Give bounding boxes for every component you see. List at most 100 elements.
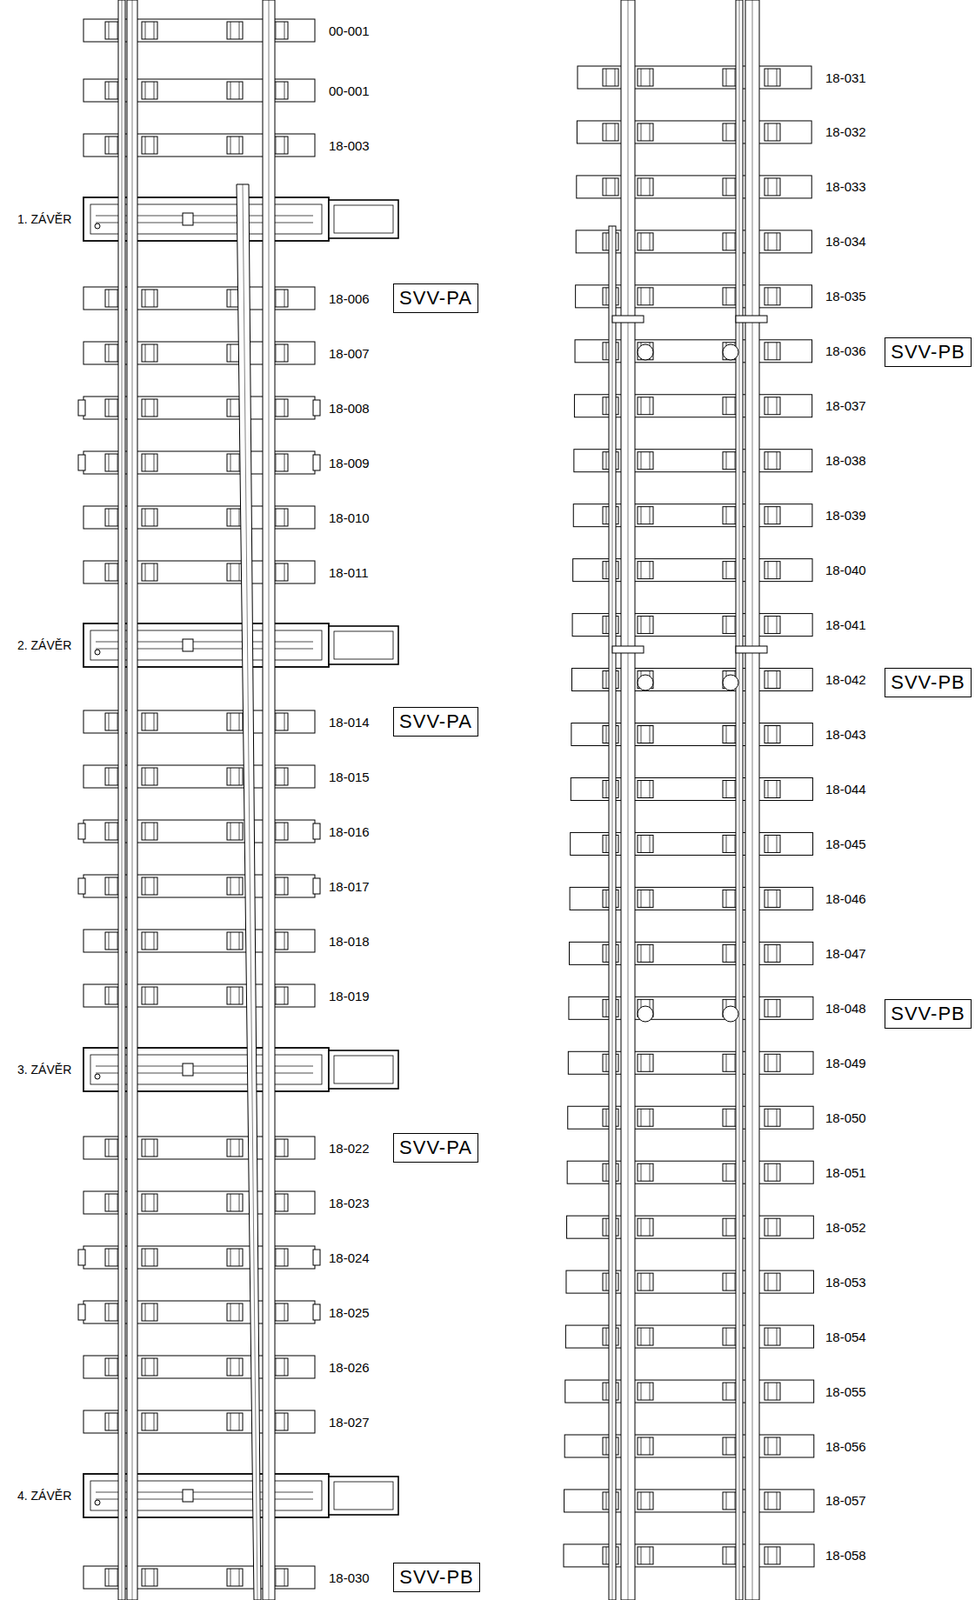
baseplate-line — [284, 563, 286, 581]
baseplate-line — [734, 452, 736, 470]
baseplate-line — [145, 344, 147, 362]
baseplate-line — [284, 1303, 286, 1322]
baseplate — [764, 68, 781, 87]
baseplate-line — [726, 233, 728, 251]
rail — [608, 226, 616, 1600]
baseplate-line — [726, 1547, 728, 1565]
baseplate-line — [606, 342, 608, 361]
baseplate-line — [606, 726, 608, 744]
sleeper-number: 18-043 — [825, 727, 867, 742]
point-machine — [328, 200, 399, 239]
baseplate-line — [776, 68, 778, 87]
baseplate-line — [275, 81, 277, 100]
baseplate-line — [284, 987, 286, 1005]
baseplate-line — [649, 616, 651, 635]
baseplate-line — [776, 616, 778, 635]
baseplate-line — [641, 944, 642, 962]
sleeper — [568, 996, 814, 1020]
baseplate-line — [275, 1194, 277, 1212]
baseplate-line — [230, 344, 232, 362]
baseplate-line — [606, 780, 608, 798]
baseplate — [764, 1273, 781, 1291]
baseplate-line — [767, 68, 769, 87]
baseplate-line — [726, 1054, 728, 1072]
baseplate-line — [776, 287, 778, 306]
baseplate-line — [145, 508, 147, 527]
baseplate — [764, 507, 781, 525]
baseplate-line — [726, 1328, 728, 1346]
baseplate — [141, 1248, 158, 1267]
bolt — [94, 223, 101, 229]
lock-clamp — [182, 1489, 194, 1503]
baseplate-line — [239, 1194, 241, 1212]
baseplate-line — [117, 1303, 119, 1322]
baseplate — [227, 1194, 243, 1212]
baseplate — [764, 1108, 781, 1127]
baseplate-line — [767, 1054, 769, 1072]
baseplate-line — [726, 726, 728, 744]
baseplate-line — [239, 987, 241, 1005]
baseplate — [637, 1273, 654, 1291]
sleeper-number: 18-010 — [328, 511, 370, 525]
baseplate — [637, 287, 654, 306]
baseplate-line — [641, 397, 642, 415]
heel-block — [612, 646, 644, 654]
sleeper-number: 18-049 — [825, 1056, 867, 1070]
rail — [745, 0, 760, 1600]
baseplate-line — [726, 452, 728, 470]
baseplate-line — [726, 889, 728, 908]
baseplate — [602, 123, 619, 141]
baseplate-line — [239, 1569, 241, 1587]
baseplate-line — [734, 1382, 736, 1401]
baseplate-line — [108, 1413, 110, 1431]
baseplate — [227, 767, 243, 786]
baseplate-line — [606, 944, 608, 962]
baseplate — [637, 616, 654, 635]
point-machine — [328, 1050, 399, 1089]
baseplate-line — [726, 1108, 728, 1127]
bolt — [94, 1074, 101, 1080]
baseplate-line — [649, 1218, 651, 1236]
baseplate-line — [734, 1273, 736, 1291]
baseplate — [637, 1054, 654, 1072]
baseplate-line — [767, 1273, 769, 1291]
baseplate-line — [776, 944, 778, 962]
sleeper-number: 18-003 — [328, 139, 370, 153]
baseplate-line — [649, 397, 651, 415]
baseplate-line — [641, 178, 642, 196]
baseplate-line — [108, 1303, 110, 1322]
baseplate-line — [767, 1163, 769, 1182]
sleeper-clip — [313, 878, 321, 895]
sleeper — [563, 1544, 815, 1568]
baseplate-line — [767, 726, 769, 744]
baseplate-line — [606, 1492, 608, 1510]
baseplate — [141, 454, 158, 472]
baseplate-line — [649, 68, 651, 87]
baseplate-line — [776, 1108, 778, 1127]
baseplate-line — [734, 1328, 736, 1346]
baseplate-line — [239, 1303, 241, 1322]
baseplate — [227, 21, 243, 40]
baseplate-line — [145, 1303, 147, 1322]
sleeper-clip — [313, 454, 321, 471]
baseplate-line — [117, 877, 119, 895]
baseplate-line — [153, 289, 155, 308]
baseplate-line — [153, 1413, 155, 1431]
baseplate-line — [767, 1437, 769, 1456]
rail-centre — [739, 0, 741, 1600]
device-code: SVV-PA — [399, 288, 473, 308]
baseplate-line — [649, 834, 651, 853]
sleeper-number: 18-019 — [328, 989, 370, 1003]
baseplate-line — [145, 713, 147, 731]
point-machine-inner — [333, 631, 394, 660]
baseplate — [227, 713, 243, 731]
sleeper-number: 18-007 — [328, 347, 370, 361]
sleeper-number: 18-016 — [328, 825, 370, 839]
spring-device — [722, 1006, 739, 1022]
baseplate-line — [230, 563, 232, 581]
sleeper-number: 18-036 — [825, 344, 867, 358]
baseplate — [637, 1492, 654, 1510]
baseplate-line — [239, 81, 241, 100]
baseplate-line — [776, 999, 778, 1017]
sleeper-number: 18-056 — [825, 1440, 867, 1454]
